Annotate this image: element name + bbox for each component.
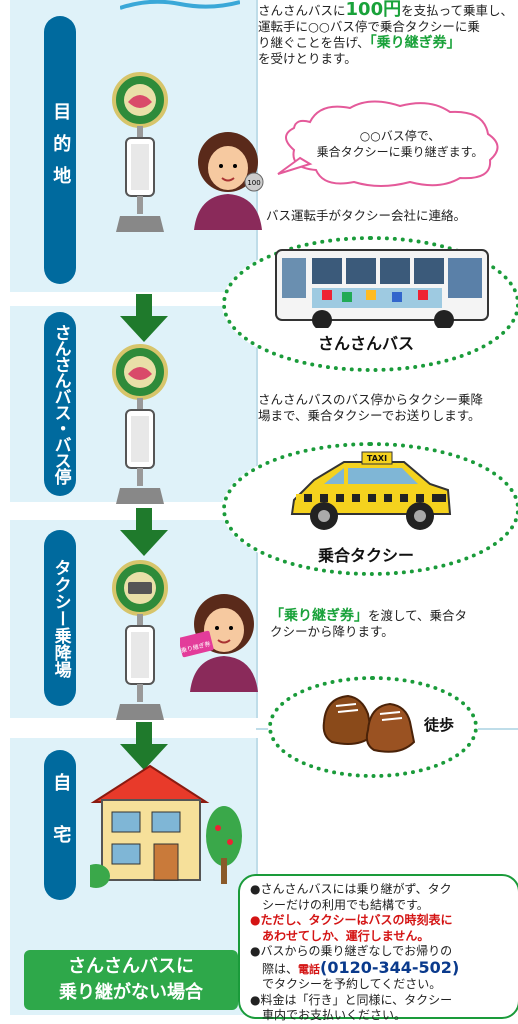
label-home-text: 自宅 [50,773,72,877]
note-1b: シーだけの利用でも結構です。 [262,897,429,912]
note-2: ●ただし、タクシーはバスの時刻表に [250,913,453,927]
label-destination: 目的地 [44,16,76,284]
home-icon [90,764,242,888]
bus-stop-sign-3 [112,560,168,720]
tel-label: 電話 [298,962,321,976]
no-transfer-line2: 乗り継がない場合 [59,982,203,1003]
walk-label: 徒歩 [424,716,455,734]
note-3c: でタクシーを予約してください。 [262,977,442,991]
speech-bubble [277,100,499,187]
shoes-icon [322,694,416,753]
note-4: ●料金は「行き」と同様に、タクシー [250,992,453,1007]
passenger-woman-icon-2: 乗り継ぎ券 [180,594,258,692]
step3-line2: クシーから降ります。 [270,624,394,639]
label-taxi-stop-text: タクシー乗降場 [50,558,71,678]
note-3: ●バスからの乗り継ぎなしでお帰りの [250,944,453,958]
step1-text: さんさんバスに100円を支払って乗車し、 運転手に○○バス停で乗合タクシーに乗 … [258,0,516,67]
fare-amount: 100円 [345,0,402,20]
tel-number: (0120-344-502) [320,957,460,977]
step2-line1: さんさんバスのバス停からタクシー乗降 [258,392,484,407]
note-4b: 車内でお支払いください。 [262,1008,407,1022]
transfer-ticket-label-2: 「乗り継ぎ券」 [270,608,368,624]
bus-icon [275,249,489,328]
speech-bubble-text: ○○バス停で、 乗合タクシーに乗り継ぎます。 [300,128,500,160]
taxi-sign-text: TAXI [367,454,387,463]
step1-line2: 運転手に○○バス停で乗合タクシーに乗 [258,19,480,34]
step3-text: 「乗り継ぎ券」を渡して、乗合タ クシーから降ります。 [270,608,516,640]
label-bus-stop-text: さんさんバス・バス停 [50,324,71,484]
taxi-icon: TAXI [290,451,452,530]
step1-line1b: を支払って乗車し、 [401,3,513,18]
step1-line4: を受けとります。 [258,51,357,66]
no-transfer-line1: さんさんバスに [68,956,194,977]
contact-text: バス運転手がタクシー会社に連絡。 [266,208,467,223]
step2-line2: 場まで、乗合タクシーでお送りします。 [258,408,481,423]
passenger-woman-icon: 100 [194,132,264,230]
step2-text: さんさんバスのバス停からタクシー乗降 場まで、乗合タクシーでお送りします。 [258,392,516,424]
label-taxi-stop: タクシー乗降場 [44,530,76,706]
transfer-ticket-label: 「乗り継ぎ券」 [369,35,461,51]
notes-text: ●さんさんバスには乗り継がず、タク シーだけの利用でも結構です。 ●ただし、タク… [250,882,516,1024]
label-home: 自宅 [44,750,76,900]
no-transfer-box: さんさんバスに 乗り継がない場合 [24,950,238,1010]
bus-label: さんさんバス [318,334,415,353]
note-1: ●さんさんバスには乗り継がず、タク [250,882,452,896]
notes-box [238,874,518,1019]
label-destination-text: 目的地 [50,102,72,198]
bubble-line2: 乗合タクシーに乗り継ぎます。 [316,145,484,159]
coin-text: 100 [247,179,260,187]
down-arrow-2 [120,508,168,556]
down-arrow-3 [120,722,168,770]
label-bus-stop: さんさんバス・バス停 [44,312,76,496]
note-2b: あわせてしか、運行しません。 [262,928,430,943]
bus-stop-sign-2 [112,344,168,504]
bus-stop-sign-1 [112,72,168,232]
step1-line3a: り継ぐことを告げ、 [258,35,370,50]
taxi-label: 乗合タクシー [318,546,415,565]
bubble-line1: ○○バス停で、 [359,129,441,143]
step3-line1b: を渡して、乗合タ [368,608,468,623]
note-3b: 際は、 [262,961,299,976]
header-arc [120,0,240,10]
down-arrow-1 [120,294,168,342]
step1-line1a: さんさんバスに [258,3,346,18]
